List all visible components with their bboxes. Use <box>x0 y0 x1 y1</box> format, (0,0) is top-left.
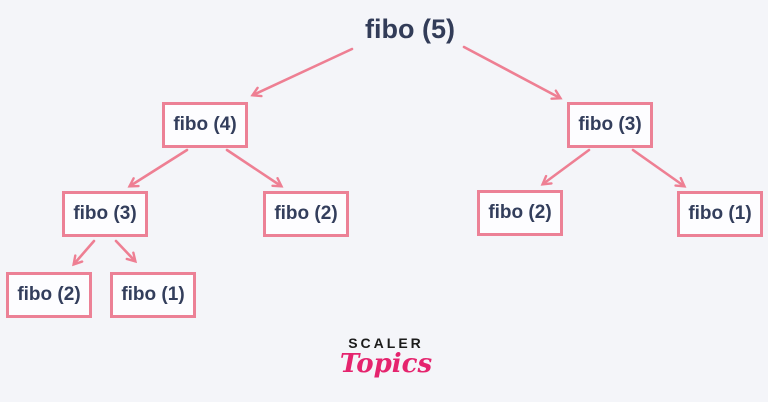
edge-root-to-fibo3-right <box>462 45 563 100</box>
edge-fibo3right-to-fibo1-right <box>631 148 687 188</box>
node-fibo-2-right: fibo (2) <box>477 190 563 236</box>
node-fibo-1-right: fibo (1) <box>677 191 763 237</box>
edge-fibo3right-to-fibo2-right <box>540 148 591 186</box>
node-root-fibo-5: fibo (5) <box>365 14 455 44</box>
edge-fibo3left-to-fibo1-bottom <box>114 239 138 264</box>
node-fibo-2-bottom-left: fibo (2) <box>6 272 92 318</box>
node-fibo-3-right: fibo (3) <box>567 102 653 148</box>
scaler-topics-logo: SCALER Topics <box>340 336 432 377</box>
logo-brand-text: SCALER <box>348 335 424 351</box>
node-fibo-3-left: fibo (3) <box>62 191 148 237</box>
edge-root-to-fibo4 <box>250 47 354 98</box>
logo-sub-text: Topics <box>339 349 433 379</box>
node-fibo-1-bottom-left: fibo (1) <box>110 272 196 318</box>
edge-fibo4-to-fibo2-mid <box>225 148 284 188</box>
node-fibo-2-mid: fibo (2) <box>263 191 349 237</box>
node-fibo-4: fibo (4) <box>162 102 248 148</box>
edge-fibo3left-to-fibo2-bottom <box>72 239 96 267</box>
edge-fibo4-to-fibo3-left <box>127 148 189 188</box>
